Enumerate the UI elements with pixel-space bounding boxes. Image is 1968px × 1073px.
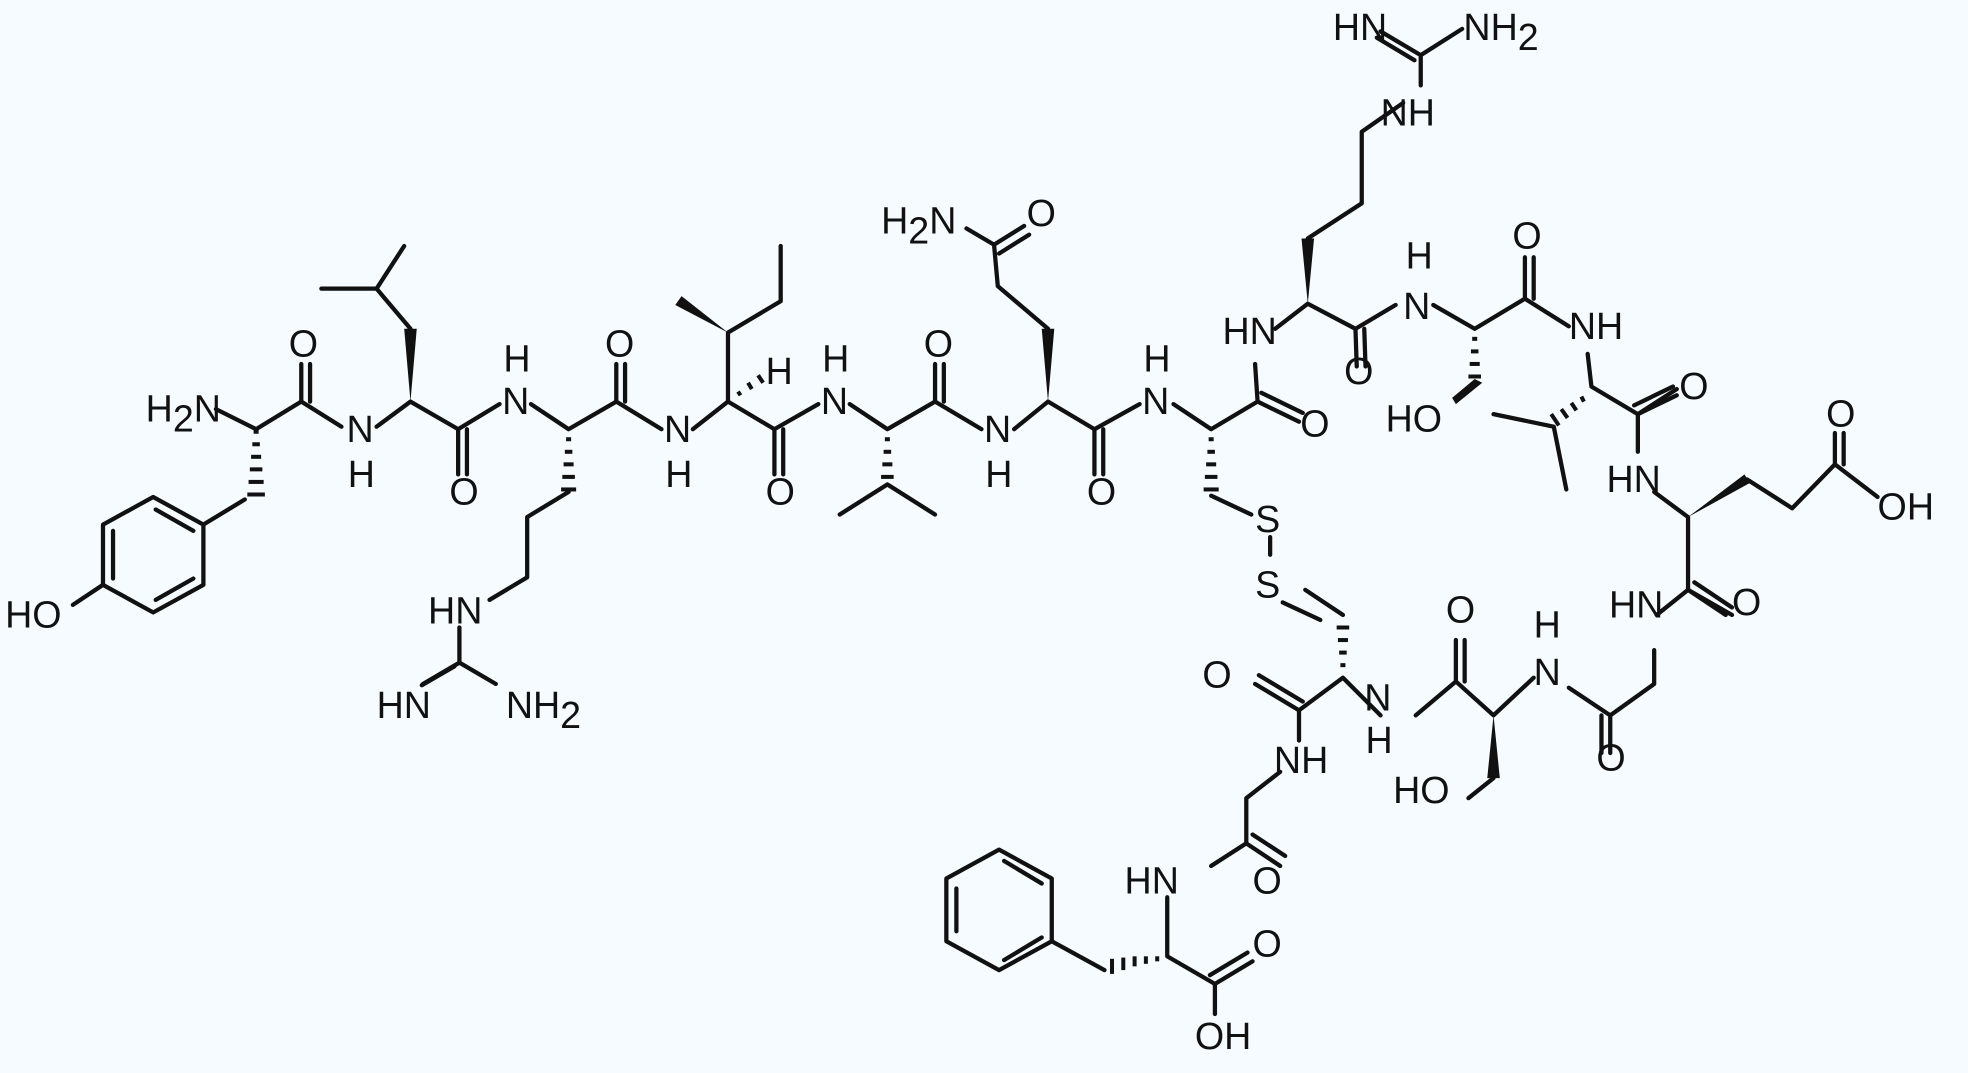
label-nh2: NH2 (1463, 6, 1538, 58)
label-o: O (1202, 654, 1231, 696)
label-o: O (449, 471, 478, 513)
label-n: N (984, 408, 1011, 450)
label-o: O (1596, 737, 1625, 779)
label-n: N (1534, 651, 1561, 693)
label-h: H (1534, 604, 1561, 646)
label-n: N (346, 408, 373, 450)
label-n: N (1142, 380, 1169, 422)
label-o: O (1826, 393, 1855, 435)
label-h: H (1406, 235, 1433, 277)
label-o: O (1087, 471, 1116, 513)
label-o: O (1253, 860, 1282, 902)
hash-cys2 (1336, 625, 1350, 668)
label-n: N (664, 408, 691, 450)
label-h: H (665, 453, 692, 495)
hash-cys1 (1203, 437, 1219, 492)
label-n: N (502, 380, 529, 422)
label-h: H (822, 337, 849, 379)
label-s: S (1255, 563, 1280, 605)
label-o: O (1732, 581, 1761, 623)
label-h: H (348, 453, 375, 495)
label-o: O (1253, 922, 1282, 964)
hash-phe (1110, 956, 1160, 974)
hash-arg1 (561, 437, 577, 492)
bonds (70, 26, 1880, 1017)
label-nh: NH (1274, 739, 1328, 781)
atom-labels: H2N HO O N H O N H O HN HN NH2 N H O H N… (5, 6, 1934, 1057)
label-ho: HO (1386, 398, 1442, 440)
label-hn: HN (377, 684, 431, 726)
label-o: O (1027, 192, 1056, 234)
label-o: O (605, 322, 634, 364)
hash-val (881, 437, 894, 479)
label-ho: HO (1393, 769, 1449, 811)
label-o: O (1679, 365, 1708, 407)
label-ho-tyr: HO (5, 593, 61, 635)
label-o: O (924, 322, 953, 364)
label-n: N (1403, 285, 1430, 327)
hash-tyr (247, 429, 265, 497)
label-hn: HN (1125, 860, 1179, 902)
label-hn: HN (1609, 583, 1663, 625)
label-nh: NH (1381, 91, 1435, 133)
label-h2n-nterm: H2N (146, 388, 221, 440)
label-h: H (1143, 337, 1170, 379)
label-o: O (1300, 403, 1329, 445)
label-h: H (1366, 719, 1393, 761)
hash-thr (1468, 336, 1481, 379)
label-hn: HN (428, 590, 482, 632)
label-hn: HN (1333, 6, 1387, 48)
label-h: H (985, 453, 1012, 495)
label-s: S (1255, 498, 1280, 540)
label-nh2: NH2 (506, 684, 581, 736)
label-n: N (821, 380, 848, 422)
label-o: O (1512, 214, 1541, 256)
label-hn: HN (1222, 310, 1276, 352)
label-oh: OH (1878, 486, 1934, 528)
label-h: H (503, 337, 530, 379)
label-oh: OH (1195, 1015, 1251, 1057)
label-h2n-gln: H2N (881, 199, 956, 251)
label-o: O (766, 471, 795, 513)
label-nh: NH (1569, 305, 1623, 347)
label-o: O (289, 322, 318, 364)
hash-ile-h (736, 374, 765, 397)
label-o: O (1446, 588, 1475, 630)
hash-leu2 (1549, 395, 1586, 427)
label-hn: HN (1606, 458, 1660, 500)
label-o: O (1344, 350, 1373, 392)
label-n: N (1364, 676, 1391, 718)
label-h: H (766, 350, 793, 392)
